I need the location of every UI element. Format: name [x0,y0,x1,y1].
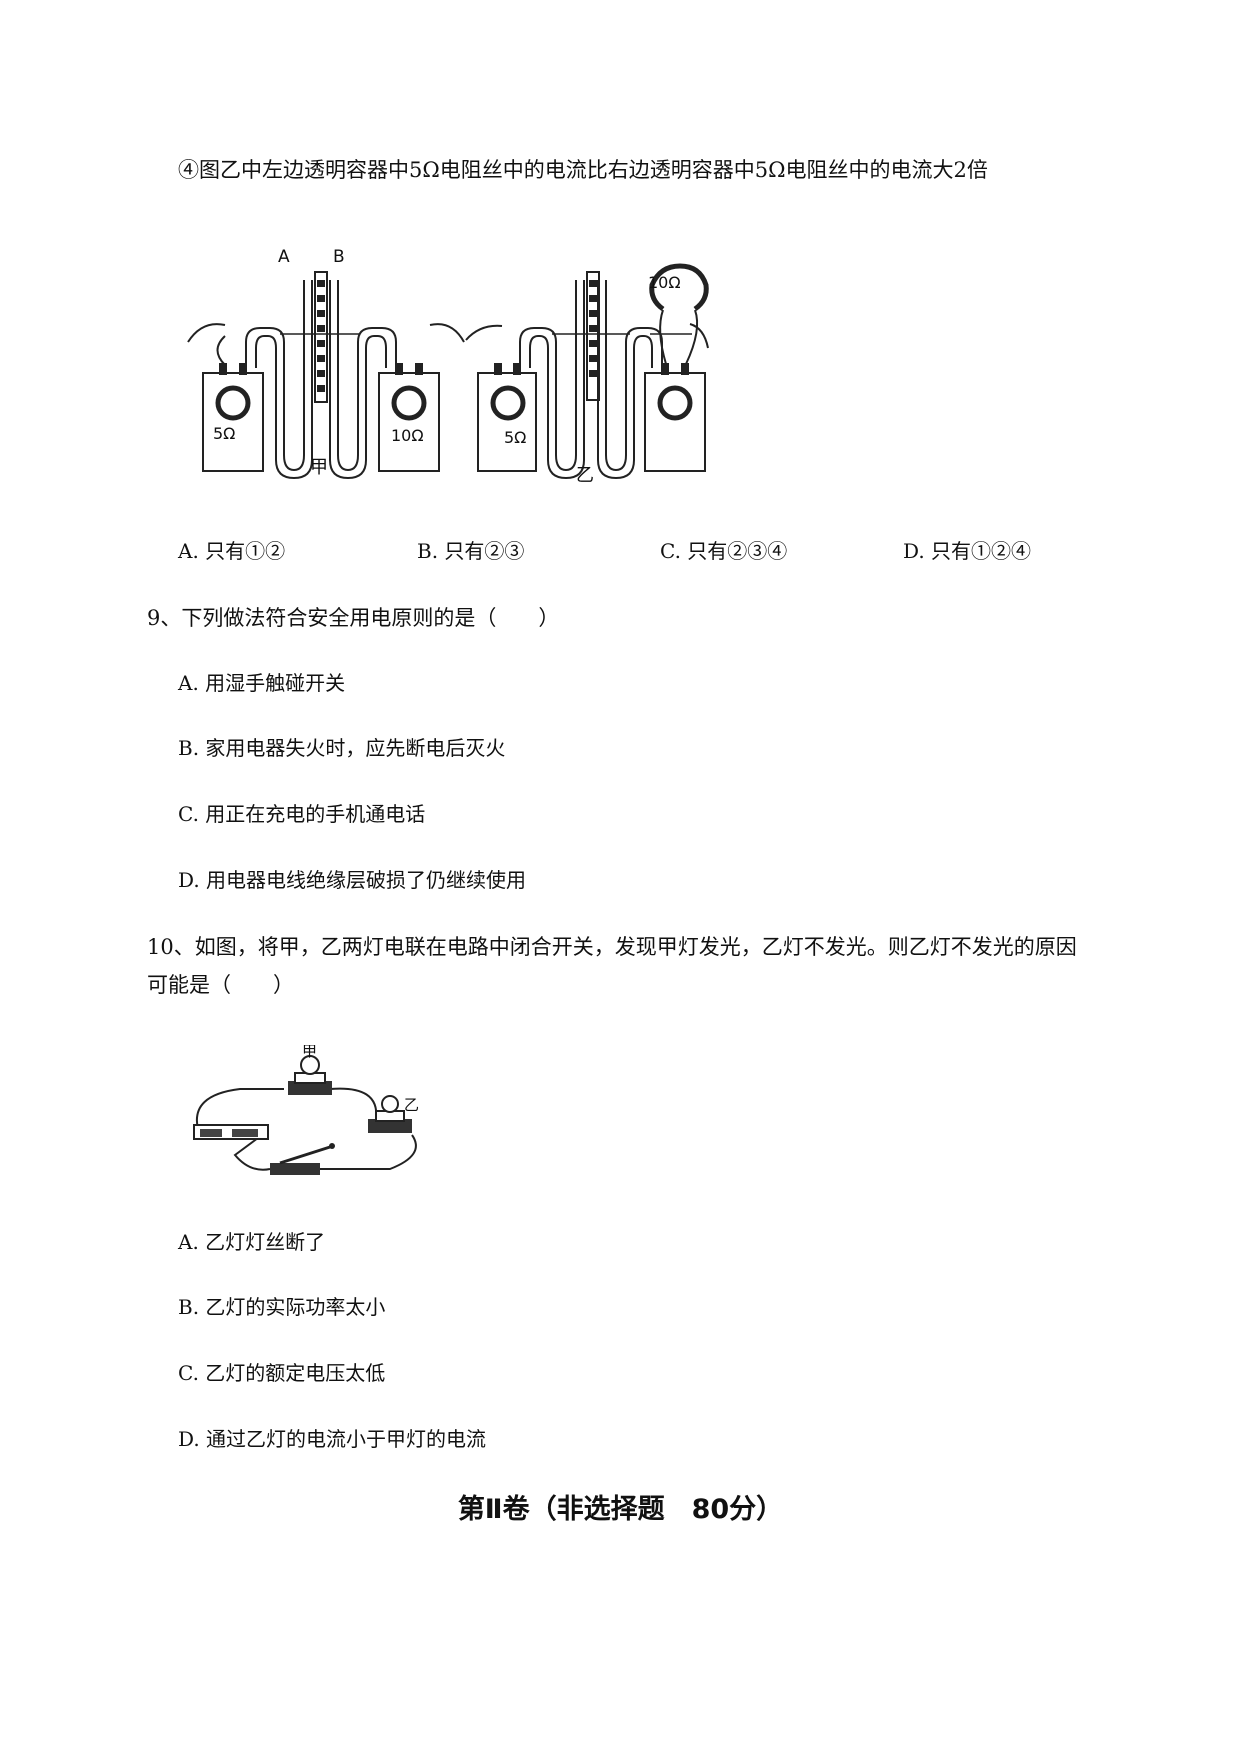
statement-4: ④图乙中左边透明容器中5Ω电阻丝中的电流比右边透明容器中5Ω电阻丝中的电流大2倍 [178,158,988,182]
q9-option-d: D. 用电器电线绝缘层破损了仍继续使用 [178,868,527,892]
caption-yi: 乙 [576,465,594,485]
q9-option-b: B. 家用电器失火时，应先断电后灭火 [178,736,506,760]
resistor-label-external-2: 10Ω [648,273,681,292]
q10-option-c: C. 乙灯的额定电压太低 [178,1361,386,1385]
circuit-figure: 甲 乙 [193,1045,419,1175]
q10-option-d: D. 通过乙灯的电流小于甲灯的电流 [178,1427,487,1451]
q10-option-b: B. 乙灯的实际功率太小 [178,1295,386,1319]
q9-stem: 9、下列做法符合安全用电原则的是（ ） [147,606,560,630]
q10-stem-line-1: 10、如图，将甲，乙两灯电联在电路中闭合开关，发现甲灯发光，乙灯不发光。则乙灯不… [147,935,1077,959]
lamp-jia-label: 甲 [302,1045,317,1060]
q8-option-c: C. 只有②③④ [660,539,788,563]
resistor-label-right-1: 10Ω [391,426,424,445]
q8-option-b: B. 只有②③ [417,539,525,563]
q8-option-a: A. 只有①② [178,539,286,563]
q8-option-d: D. 只有①②④ [903,539,1032,563]
q9-option-a: A. 用湿手触碰开关 [178,671,346,695]
q9-option-c: C. 用正在充电的手机通电话 [178,802,426,826]
lamp-yi-label: 乙 [404,1096,419,1114]
label-b: B [333,247,345,267]
joule-heating-figure: A B 5Ω 10Ω 甲 10Ω 5Ω 乙 [187,247,709,485]
q10-stem-line-2: 可能是（ ） [147,973,294,997]
resistor-label-left-1: 5Ω [213,424,235,443]
resistor-label-left-2: 5Ω [504,428,526,447]
q10-option-a: A. 乙灯灯丝断了 [178,1230,326,1254]
caption-jia: 甲 [310,457,328,478]
section-title: 第Ⅱ卷（非选择题 80分） [457,1494,784,1525]
label-a: A [278,247,290,267]
